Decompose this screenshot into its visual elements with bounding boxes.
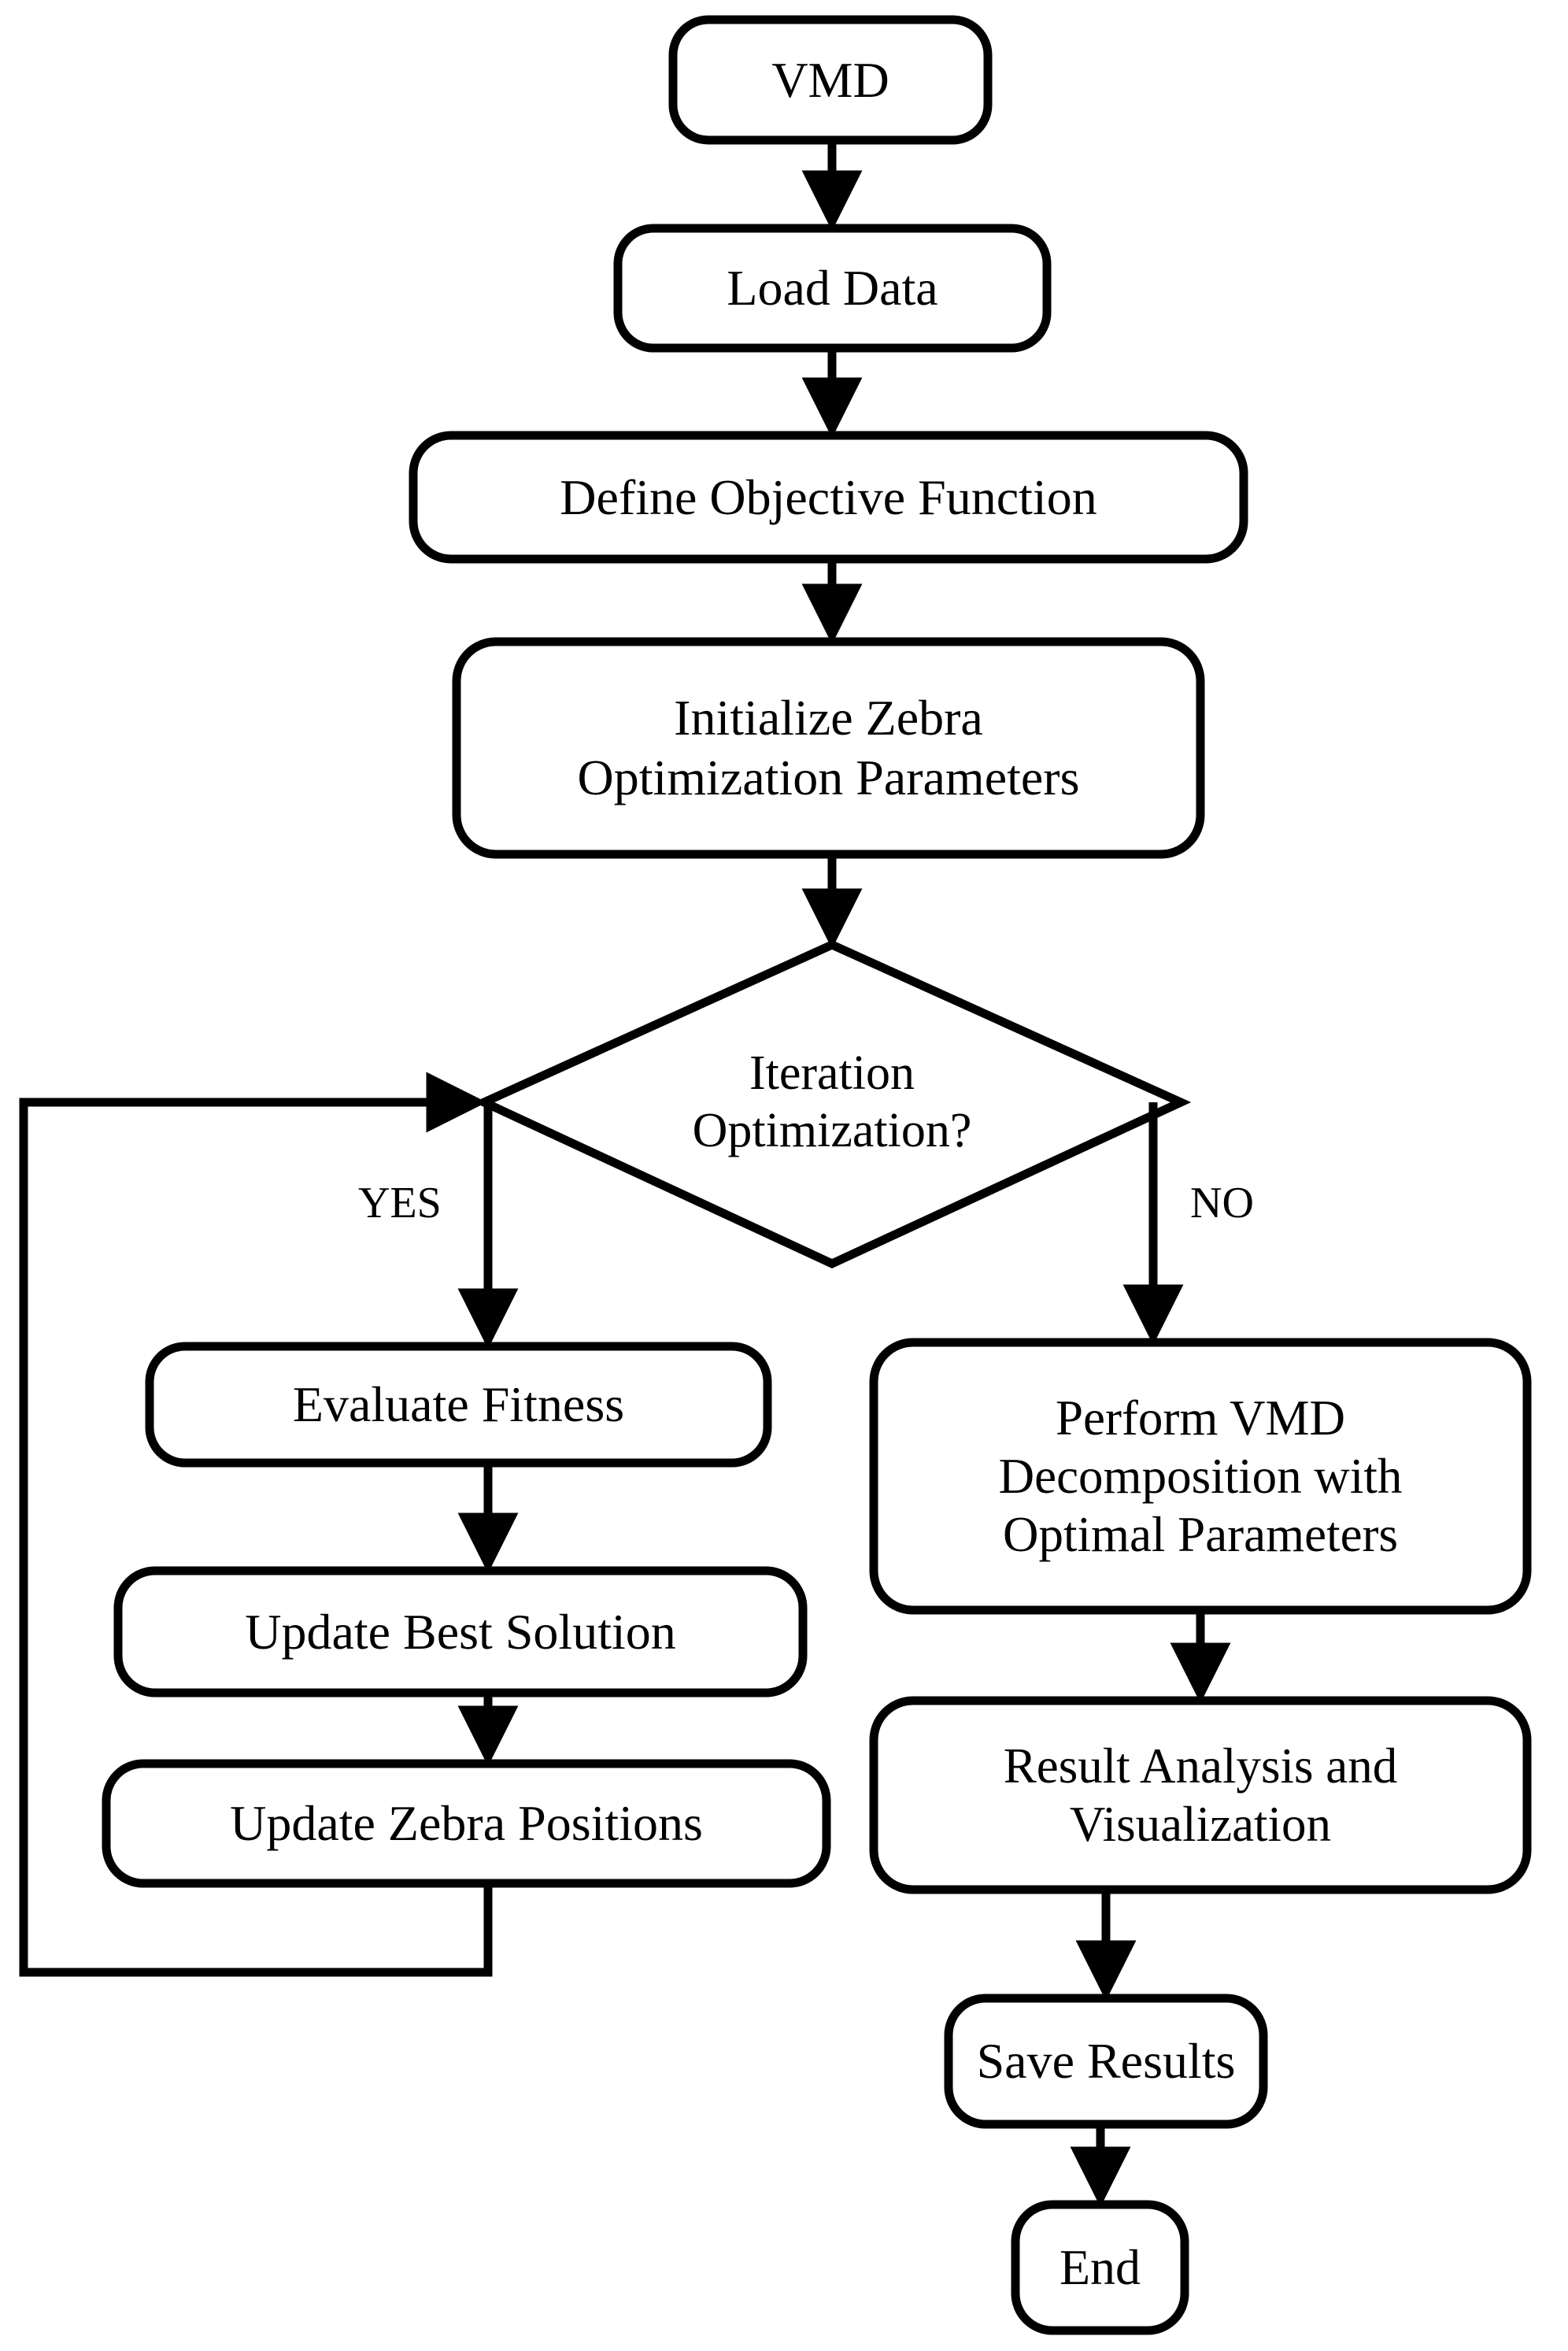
node-shape-perform [869, 1338, 1532, 1615]
edge-updatepos-to-decision-feedback [19, 1072, 493, 1977]
node-shape-updatebest [113, 1566, 808, 1698]
node-shape-result [869, 1696, 1532, 1894]
node-shape-init [452, 637, 1205, 859]
node-shape-objective [409, 431, 1248, 564]
node-shape-decision [473, 939, 1192, 1269]
node-shape-vmd [668, 15, 993, 145]
node-shape-save [944, 1994, 1268, 2129]
node-shape-evaluate [145, 1342, 772, 1468]
node-shape-load [613, 224, 1052, 353]
node-shape-end [1011, 2200, 1189, 2335]
node-shape-updatepos [102, 1759, 831, 1888]
